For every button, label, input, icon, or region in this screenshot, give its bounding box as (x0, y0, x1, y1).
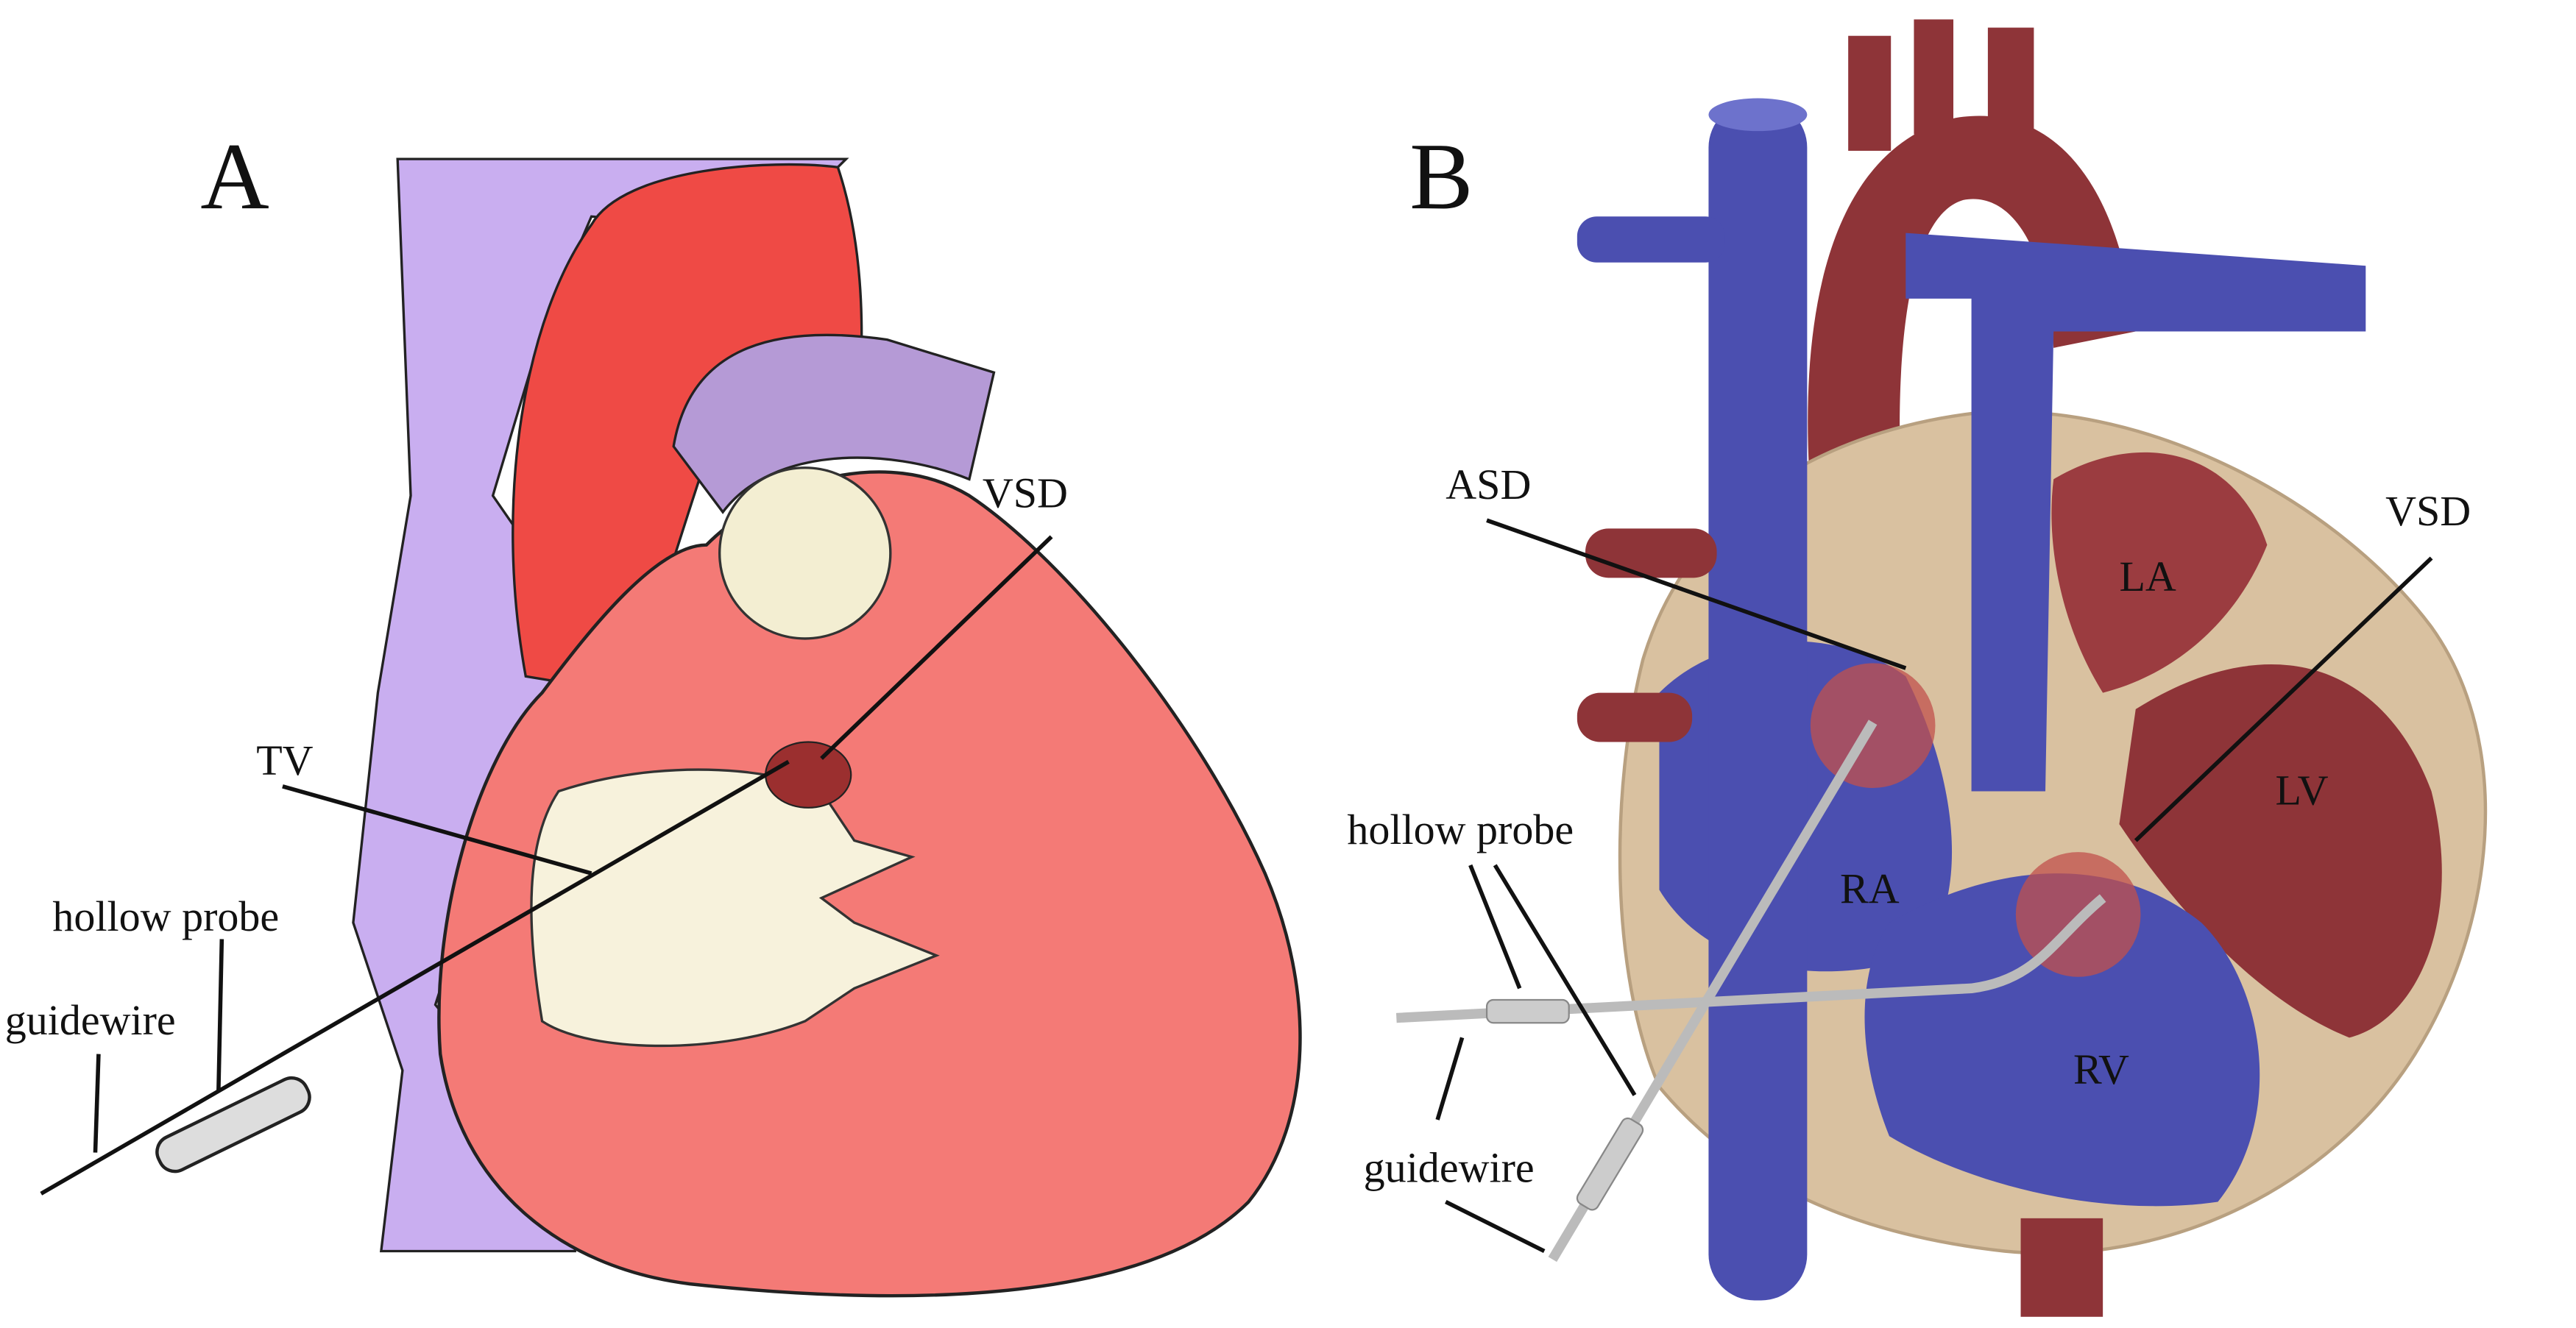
hollow-probe-pointer-b1 (1468, 864, 1522, 990)
vsd-defect (765, 741, 852, 809)
arch-branch-3 (1987, 27, 2034, 143)
hollow-probe-a (155, 1076, 311, 1173)
vsd-pointer-b (2134, 556, 2433, 842)
left-ventricle (2119, 664, 2442, 1038)
label-hollow-probe-a: hollow probe (52, 892, 279, 940)
superior-vena-cava (1708, 101, 1808, 1301)
probe-to-vsd (1395, 894, 2106, 1023)
label-rv: RV (2073, 1045, 2129, 1093)
asd-pointer (1486, 518, 1907, 670)
svc-opening (1708, 98, 1808, 132)
pulmonary-artery-b (1906, 232, 2366, 792)
left-atrium (2051, 452, 2268, 693)
panel-b: B ASD VSD LA LV RA RV hollow probe guide… (1347, 19, 2488, 1317)
vsd-pointer-a (820, 535, 1053, 760)
right-ventricle (1864, 873, 2260, 1207)
label-asd: ASD (1446, 461, 1531, 508)
hollow-probe-b1 (1485, 998, 1570, 1024)
guidewire-pointer-b1 (1435, 1037, 1465, 1121)
tricuspid-valve (530, 768, 940, 1048)
label-vsd-a: VSD (983, 469, 1068, 516)
guidewire-a (40, 759, 790, 1196)
hollow-probe-pointer-a (216, 939, 224, 1090)
label-la: LA (2119, 553, 2176, 600)
label-hollow-probe-b: hollow probe (1347, 806, 1574, 853)
vena-cava-purple (352, 157, 849, 1253)
hollow-probe-pointer-b2 (1493, 864, 1637, 1096)
semilunar-valve (718, 466, 892, 640)
tv-pointer (282, 784, 592, 876)
label-guidewire-a: guidewire (5, 996, 176, 1044)
hollow-probe-b2 (1576, 1117, 1644, 1211)
arch-branch-2 (1914, 19, 1954, 135)
label-tv: TV (256, 736, 313, 784)
pulmonary-vein-left (1577, 216, 1725, 263)
pulmonary-vein-r1 (1585, 528, 1717, 578)
panel-a: A VSD TV hollow probe guidewire (5, 124, 1302, 1298)
pulmonary-vein-r2 (1577, 692, 1693, 742)
panel-b-letter: B (1409, 124, 1473, 230)
guidewire-pointer-b2 (1445, 1200, 1546, 1253)
arch-branch-1 (1848, 35, 1892, 151)
label-lv: LV (2276, 766, 2329, 814)
label-vsd-b: VSD (2385, 487, 2471, 535)
descending-aorta (2020, 1218, 2103, 1317)
panel-a-letter: A (200, 124, 269, 230)
label-guidewire-b: guidewire (1364, 1144, 1535, 1192)
label-ra: RA (1840, 864, 1900, 912)
guidewire-pointer-a (93, 1054, 101, 1153)
